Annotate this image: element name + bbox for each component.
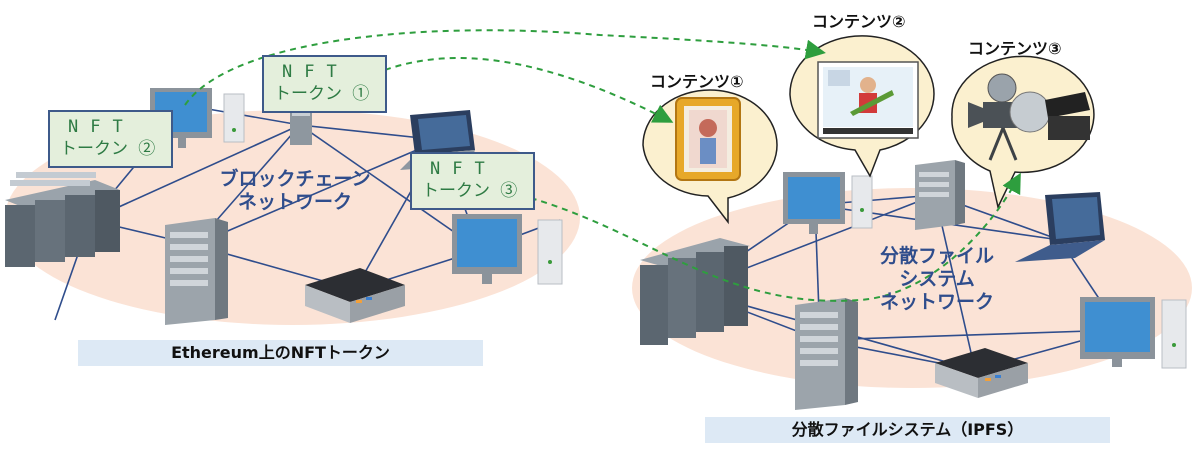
content-bubble-3	[951, 55, 1095, 210]
blockchain-network-label: ブロックチェーン ネットワーク	[205, 168, 385, 214]
video-player-icon	[817, 61, 919, 139]
nft-token-2: NFT トークン ②	[48, 110, 173, 168]
desktop-monitor-icon-2	[452, 214, 563, 285]
desktop-monitor-icon-4	[1080, 297, 1187, 369]
server-tower-icon-4	[795, 298, 858, 410]
blockchain-label-line1: ブロックチェーン	[219, 168, 371, 190]
content-3-title: コンテンツ③	[968, 39, 1062, 58]
ipfs-label-line2: システム	[899, 268, 975, 290]
server-tower-icon-3	[915, 160, 965, 230]
nft-token-1-line1: NFT	[282, 62, 349, 82]
laptop-icon-2	[1015, 192, 1105, 262]
content-1-title: コンテンツ①	[650, 72, 744, 91]
nft-token-1-line2: トークン ①	[274, 84, 370, 104]
server-tower-icon-2	[165, 218, 228, 325]
token-to-content-arrows	[184, 29, 1021, 302]
content-2-title: コンテンツ②	[812, 12, 906, 31]
blockchain-label-line2: ネットワーク	[237, 191, 352, 213]
blockchain-caption: Ethereum上のNFTトークン	[78, 340, 483, 366]
movie-camera-icon	[968, 73, 1090, 161]
nft-token-2-line1: NFT	[68, 117, 135, 137]
nft-token-1: NFT トークン ①	[262, 55, 387, 113]
server-rack-icon	[5, 172, 120, 267]
framed-picture-icon	[675, 97, 741, 181]
desktop-monitor-icon-3	[783, 172, 873, 234]
nft-token-3: NFT トークン ③	[410, 152, 535, 210]
ipfs-caption: 分散ファイルシステム（IPFS）	[705, 417, 1110, 443]
ipfs-label-line1: 分散ファイル	[879, 245, 994, 267]
nft-token-2-line2: トークン ②	[60, 139, 156, 159]
ipfs-network-label: 分散ファイル システム ネットワーク	[862, 245, 1012, 314]
ipfs-label-line3: ネットワーク	[879, 291, 994, 313]
server-rack-icon-2	[640, 238, 750, 345]
nft-token-3-line2: トークン ③	[422, 181, 518, 201]
mini-pc-icon-2	[935, 348, 1028, 398]
mini-pc-icon	[305, 268, 405, 323]
nft-token-3-line1: NFT	[430, 159, 497, 179]
